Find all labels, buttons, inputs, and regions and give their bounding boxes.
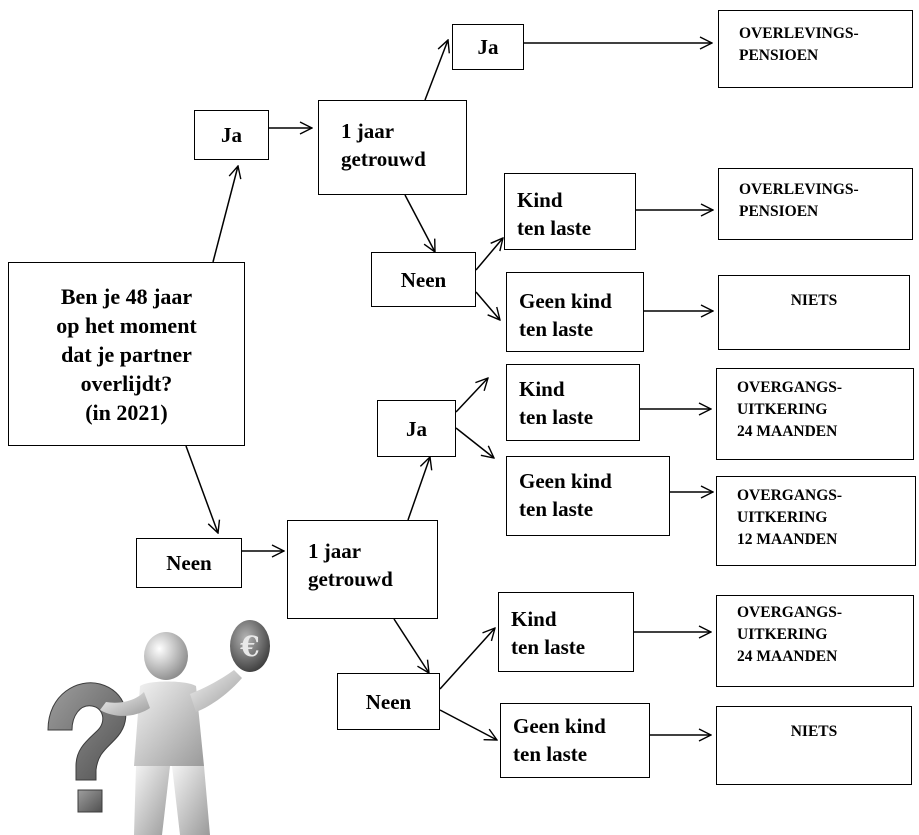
- top-ja-box: Ja: [194, 110, 269, 160]
- arrow-married-to-ja: [424, 40, 448, 101]
- top-married-ja-box: Ja: [452, 24, 524, 70]
- arrow-neen-to-kind-bottom: [439, 628, 495, 690]
- top-married-neen-box: Neen: [371, 252, 476, 307]
- top-geen-kind-text: Geen kind ten laste: [519, 289, 612, 341]
- result-overlevingspensioen-1: OVERLEVINGS- PENSIOEN: [718, 10, 913, 88]
- arrow-neen-to-geenkind: [475, 291, 500, 320]
- bottom-ja-geen-kind-box: Geen kind ten laste: [506, 456, 670, 536]
- euro-coin-icon: €: [230, 620, 270, 672]
- question-mark-icon: [47, 682, 127, 813]
- start-question-text: Ben je 48 jaar op het moment dat je part…: [56, 283, 197, 425]
- arrow-married-to-ja-bottom: [407, 457, 430, 521]
- result-3-text: NIETS: [790, 292, 838, 309]
- bottom-neen-text: Neen: [166, 551, 212, 575]
- result-2-text: OVERLEVINGS- PENSIOEN: [739, 181, 859, 220]
- arrow-neen-to-kind: [475, 238, 503, 271]
- result-overlevingspensioen-2: OVERLEVINGS- PENSIOEN: [718, 168, 913, 240]
- arrow-start-to-ja: [212, 166, 238, 263]
- person-question-euro-illustration: €: [47, 620, 270, 835]
- result-4-text: OVERGANGS- UITKERING 24 MAANDEN: [737, 379, 843, 440]
- bottom-ja-geen-kind-text: Geen kind ten laste: [519, 469, 612, 521]
- bottom-neen-kind-box: Kind ten laste: [498, 592, 634, 672]
- euro-symbol: €: [239, 630, 259, 663]
- bottom-married-ja-box: Ja: [377, 400, 456, 457]
- result-7-text: NIETS: [790, 723, 838, 740]
- start-question-box: Ben je 48 jaar op het moment dat je part…: [8, 262, 245, 446]
- bottom-married-neen-box: Neen: [337, 673, 440, 730]
- bottom-married-ja-text: Ja: [406, 416, 427, 441]
- bottom-married-text: 1 jaar getrouwd: [308, 539, 393, 591]
- arrow-ja-to-geenkind-bottom: [455, 427, 494, 458]
- arrow-neen-to-geenkind-bottom: [439, 709, 497, 740]
- top-geen-kind-box: Geen kind ten laste: [506, 272, 644, 352]
- bottom-neen-geen-kind-box: Geen kind ten laste: [500, 703, 650, 778]
- top-ja-text: Ja: [221, 123, 242, 147]
- top-married-neen-text: Neen: [400, 267, 447, 292]
- result-overgangsuitkering-24-1: OVERGANGS- UITKERING 24 MAANDEN: [716, 368, 914, 460]
- arrow-ja-to-kind-bottom: [455, 378, 488, 413]
- result-overgangsuitkering-12: OVERGANGS- UITKERING 12 MAANDEN: [716, 476, 916, 566]
- top-kind-box: Kind ten laste: [504, 173, 636, 250]
- result-1-text: OVERLEVINGS- PENSIOEN: [739, 25, 859, 64]
- bottom-neen-kind-text: Kind ten laste: [511, 607, 586, 659]
- result-overgangsuitkering-24-2: OVERGANGS- UITKERING 24 MAANDEN: [716, 595, 914, 687]
- bottom-ja-kind-text: Kind ten laste: [519, 377, 594, 429]
- arrow-start-to-neen: [185, 445, 218, 533]
- bottom-married-box: 1 jaar getrouwd: [287, 520, 438, 619]
- top-married-ja-text: Ja: [477, 35, 499, 59]
- result-niets-1: NIETS: [718, 275, 910, 350]
- bottom-neen-box: Neen: [136, 538, 242, 588]
- person-figure-icon: [100, 632, 242, 835]
- arrow-married-to-neen: [404, 194, 435, 252]
- bottom-ja-kind-box: Kind ten laste: [506, 364, 640, 441]
- arrow-married-to-neen-bottom: [393, 618, 429, 673]
- result-6-text: OVERGANGS- UITKERING 24 MAANDEN: [737, 604, 843, 665]
- top-married-box: 1 jaar getrouwd: [318, 100, 467, 195]
- bottom-married-neen-text: Neen: [365, 689, 412, 714]
- result-niets-2: NIETS: [716, 706, 912, 785]
- result-5-text: OVERGANGS- UITKERING 12 MAANDEN: [737, 487, 843, 548]
- top-kind-text: Kind ten laste: [517, 188, 592, 240]
- top-married-text: 1 jaar getrouwd: [341, 119, 426, 171]
- bottom-neen-geen-kind-text: Geen kind ten laste: [513, 714, 606, 766]
